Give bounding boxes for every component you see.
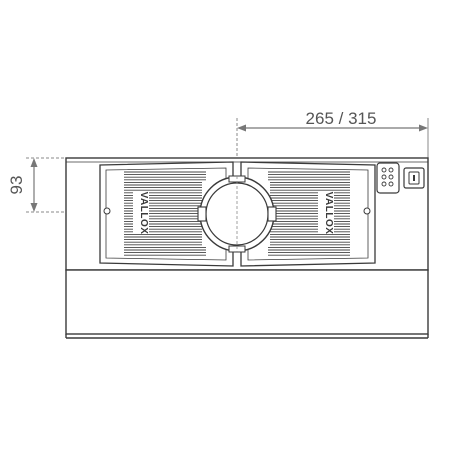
left-brand-label: VALLOX <box>138 192 149 235</box>
width-arrow-left <box>237 124 246 132</box>
right-brand-label: VALLOX <box>323 192 334 235</box>
electrical-connector <box>376 162 425 194</box>
left-exchanger-frame <box>99 161 234 267</box>
left-mount-screw <box>103 207 111 215</box>
width-arrow-right <box>419 124 428 132</box>
right-exchanger-fins <box>268 171 350 256</box>
height-arrow-top <box>30 158 38 167</box>
collar-tab-left <box>197 206 207 222</box>
lower-cover-panel <box>65 269 429 335</box>
height-arrow-bottom <box>30 203 38 212</box>
width-dimension-label: 265 / 315 <box>306 109 377 128</box>
left-exchanger-fins <box>124 171 206 256</box>
connector-block <box>376 162 400 194</box>
right-heat-exchanger: VALLOX <box>240 161 376 267</box>
height-dimension-label: 93 <box>7 176 26 195</box>
duct-collar <box>197 175 277 253</box>
left-heat-exchanger: VALLOX <box>99 161 234 267</box>
right-mount-screw <box>363 207 371 215</box>
collar-tab-right <box>267 206 277 222</box>
